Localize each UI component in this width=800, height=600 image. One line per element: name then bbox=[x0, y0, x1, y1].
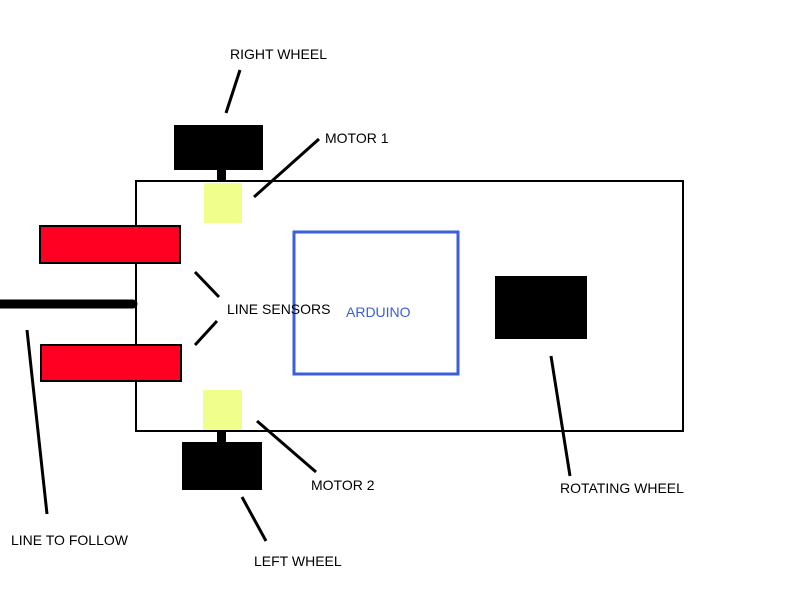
label-line-to-follow: LINE TO FOLLOW bbox=[11, 532, 128, 548]
leader-line-to-follow bbox=[25, 329, 49, 515]
label-arduino: ARDUINO bbox=[346, 304, 411, 320]
right-wheel-axle bbox=[217, 170, 226, 182]
left-wheel bbox=[182, 442, 262, 490]
leader-rotating-wheel bbox=[549, 355, 572, 477]
leader-motor-1 bbox=[253, 137, 320, 199]
label-motor-1: MOTOR 1 bbox=[325, 130, 389, 146]
leader-right-wheel bbox=[224, 69, 242, 114]
right-wheel bbox=[174, 125, 263, 170]
motor-1 bbox=[204, 183, 242, 223]
label-left-wheel: LEFT WHEEL bbox=[254, 553, 342, 569]
line-sensor-top bbox=[39, 225, 181, 264]
leader-line-sensors-bottom bbox=[193, 319, 219, 347]
arduino-board bbox=[292, 230, 460, 376]
line-sensor-bottom bbox=[40, 344, 182, 382]
motor-2 bbox=[203, 390, 242, 430]
label-right-wheel: RIGHT WHEEL bbox=[230, 46, 327, 62]
leader-motor-2 bbox=[256, 419, 317, 474]
label-rotating-wheel: ROTATING WHEEL bbox=[560, 480, 684, 496]
leader-line-sensors-top bbox=[193, 270, 221, 299]
label-motor-2: MOTOR 2 bbox=[311, 477, 375, 493]
rotating-wheel bbox=[495, 276, 587, 339]
leader-left-wheel bbox=[240, 496, 268, 542]
label-line-sensors: LINE SENSORS bbox=[227, 301, 331, 317]
left-wheel-axle bbox=[217, 430, 226, 443]
